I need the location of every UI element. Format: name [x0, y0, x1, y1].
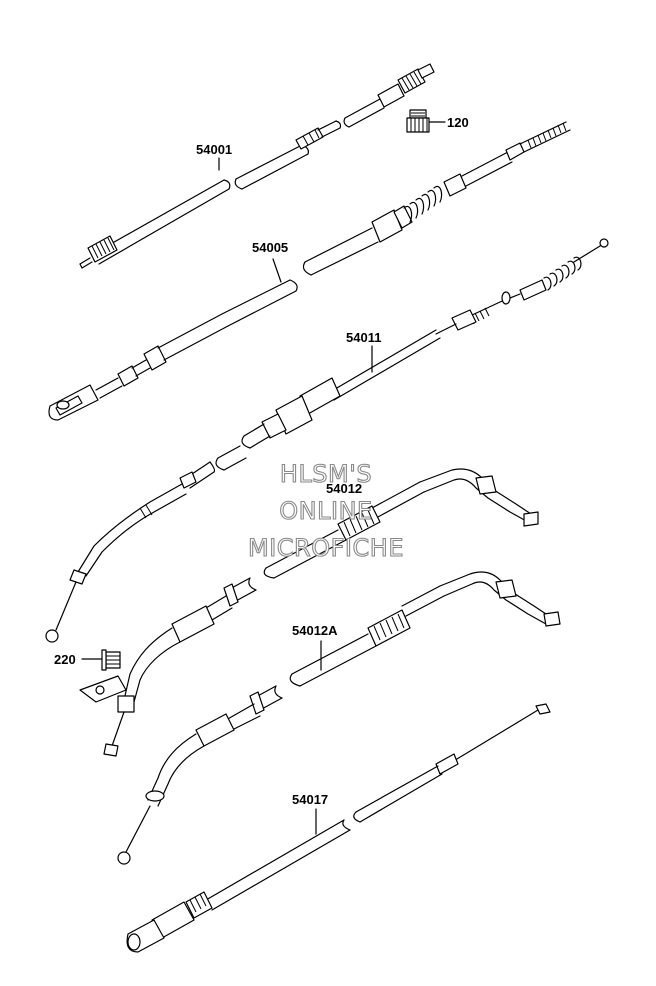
- cable-54012: [79, 468, 539, 757]
- watermark-line-2: ONLINE: [279, 497, 372, 525]
- part-label-54011: 54011: [346, 330, 381, 345]
- part-label-220: 220: [54, 652, 76, 667]
- cable-54001: [79, 63, 435, 269]
- cable-54012A: [117, 571, 561, 865]
- watermark-line-3: MICROFICHE: [248, 534, 404, 562]
- part-label-54017: 54017: [292, 792, 328, 807]
- part-label-54012: 54012: [326, 481, 362, 496]
- watermark-line-1: HLSM'S: [280, 460, 372, 488]
- leader-lines: [218, 157, 373, 835]
- part-label-54005: 54005: [252, 240, 288, 255]
- part-label-54012A: 54012A: [292, 623, 338, 638]
- bolt-120: [406, 109, 446, 133]
- cable-54011: [45, 238, 609, 643]
- cable-54017: [126, 703, 551, 953]
- part-label-120: 120: [447, 115, 469, 130]
- screw-220: [81, 649, 121, 671]
- cable-54005: [48, 121, 571, 421]
- watermark: HLSM'S ONLINE MICROFICHE: [247, 459, 404, 562]
- part-label-54001: 54001: [196, 142, 232, 157]
